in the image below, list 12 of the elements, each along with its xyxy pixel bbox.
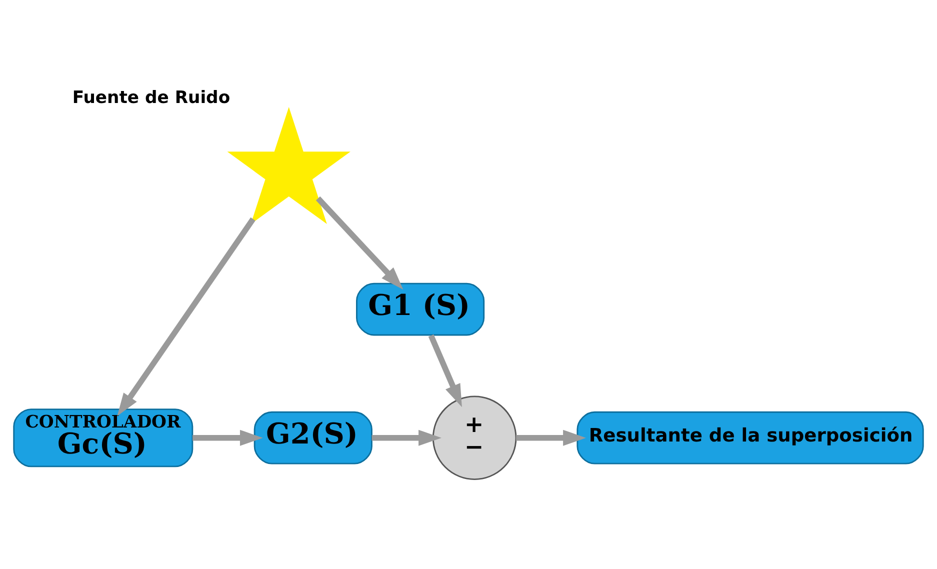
node-box: Resultante de la superposición [576, 410, 924, 464]
arrow [516, 429, 586, 446]
arrow [428, 334, 462, 407]
arrow [117, 216, 256, 416]
node-label: Fuente de Ruido [72, 88, 230, 108]
node-box: G2(S) [254, 410, 372, 464]
node-box: G1 (S) [356, 282, 485, 336]
arrow [316, 196, 404, 290]
arrow [192, 429, 263, 446]
arrow [372, 429, 442, 446]
node-circle: + − [432, 395, 517, 480]
node-box: CONTROLADOR Gc(S) [13, 408, 194, 467]
